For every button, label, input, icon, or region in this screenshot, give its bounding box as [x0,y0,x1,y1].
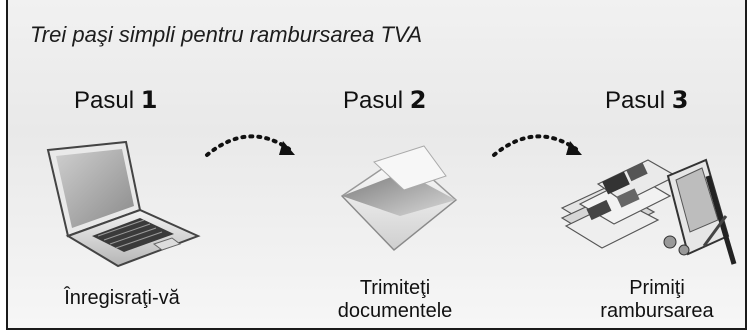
step-3-label: Pasul 3 [605,86,688,115]
dotted-arrow-1 [205,134,295,157]
step-2-label: Pasul 2 [343,86,426,115]
laptop-icon [46,140,201,268]
step-3-number: 3 [671,86,689,114]
step-2-caption-line2: documentele [337,300,453,322]
step-1-label: Pasul 1 [74,86,157,115]
step-3-caption: Primiţi rambursarea [592,277,722,323]
step-3-prefix: Pasul [605,87,666,114]
dotted-arrow-2 [492,134,582,157]
step-1-caption: Înregisraţi-vă [64,287,180,309]
step-2-prefix: Pasul [343,87,404,114]
step-1-prefix: Pasul [74,87,135,114]
step-3-caption-line1: Primiţi [629,277,685,299]
step-3-caption-line2: rambursarea [600,300,714,322]
money-calculator-icon [560,158,737,265]
envelope-icon [340,145,458,252]
step-2-number: 2 [409,86,427,114]
step-2-caption-line1: Trimiteţi [359,277,431,299]
diagram-panel: Trei paşi simpli pentru rambursarea TVA … [6,0,747,330]
diagram-title: Trei paşi simpli pentru rambursarea TVA [30,22,423,47]
step-2-caption: Trimiteţi documentele [330,277,460,323]
step-1-number: 1 [140,86,158,114]
